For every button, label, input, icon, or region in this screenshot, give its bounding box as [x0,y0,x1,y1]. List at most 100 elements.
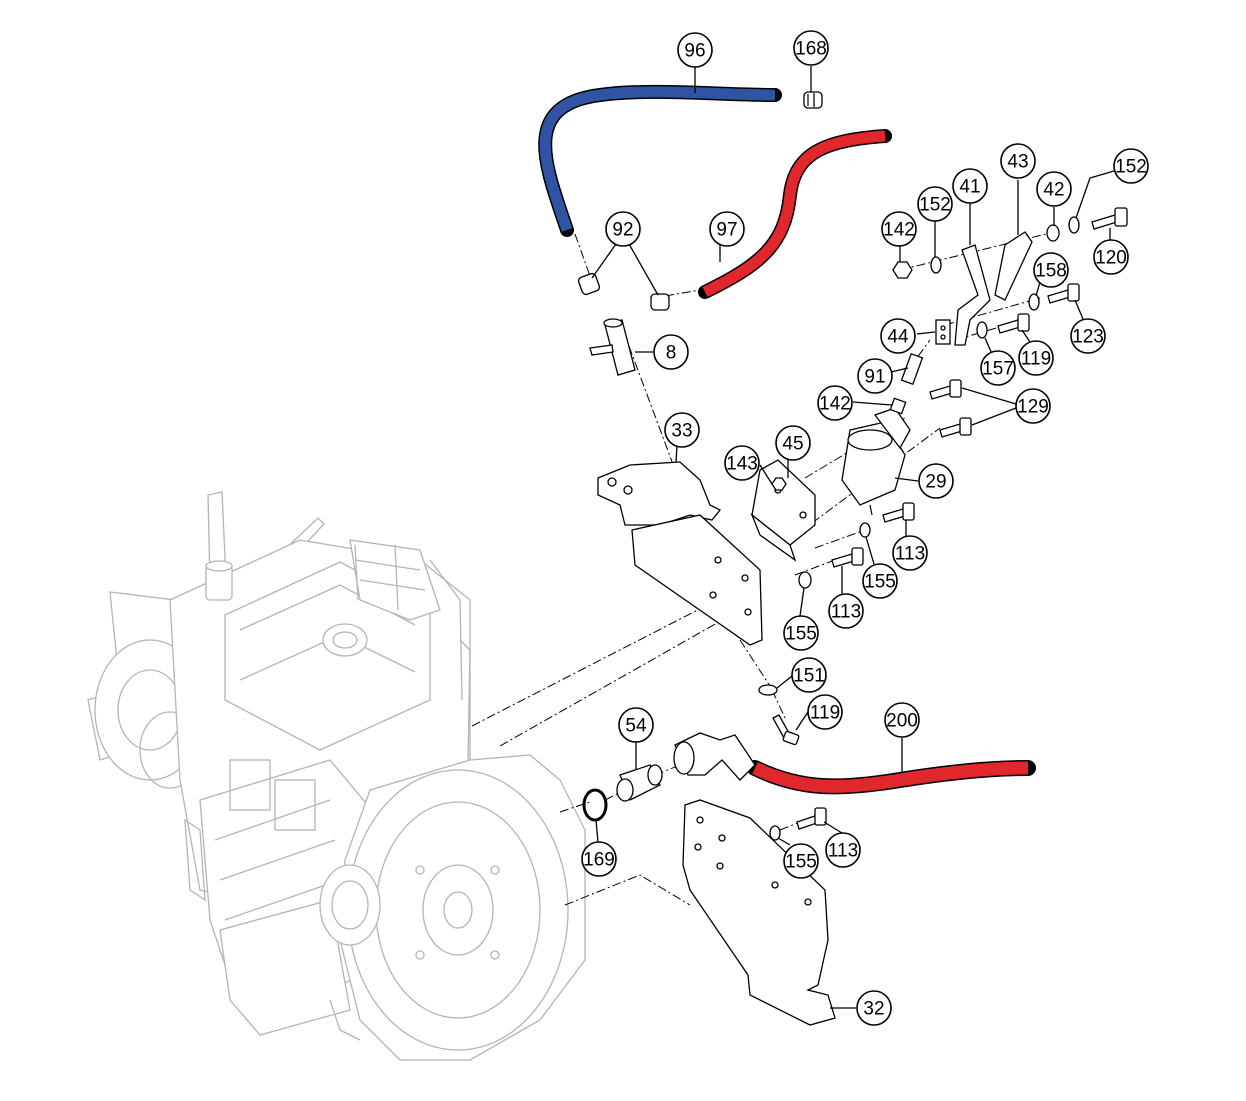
callout-120: 120 [1093,239,1129,275]
svg-text:155: 155 [864,572,896,593]
callout-43: 43 [1000,143,1036,179]
callout-97: 97 [709,211,745,247]
svg-text:113: 113 [828,841,858,862]
svg-text:8: 8 [666,343,677,364]
svg-text:142: 142 [819,394,851,415]
callout-158: 158 [1033,252,1069,288]
callout-32: 32 [856,990,892,1026]
bolt-113c [796,807,827,830]
bolt-129b [939,417,972,438]
washer-152b [1068,216,1080,234]
svg-text:43: 43 [1007,152,1028,173]
callout-123: 123 [1070,318,1106,354]
svg-text:32: 32 [863,999,884,1020]
filter-29 [841,407,911,516]
svg-text:54: 54 [625,716,647,737]
bracket-33 [597,461,763,646]
callout-42: 42 [1036,171,1072,207]
hose-97 [698,129,892,299]
washer-157 [976,321,988,339]
svg-text:33: 33 [671,421,692,442]
washer-152a [930,256,942,274]
svg-text:155: 155 [785,624,817,645]
hose-clamp-92a [577,272,601,296]
callout-142b: 142 [817,385,853,421]
valve-tee-8 [589,318,636,376]
bolt-129a [929,379,962,400]
svg-text:45: 45 [782,434,803,455]
svg-text:123: 123 [1072,327,1104,348]
bolt-113b [831,547,864,568]
svg-text:120: 120 [1095,248,1127,269]
callout-143: 143 [724,445,760,481]
bolt-119b [772,714,800,746]
engine-block [87,491,586,1061]
svg-text:119: 119 [1021,349,1051,370]
svg-text:92: 92 [612,220,633,241]
callout-142a: 142 [881,211,917,247]
callout-169: 169 [581,841,617,877]
callout-29: 29 [918,463,954,499]
svg-text:200: 200 [886,711,918,732]
adapter-54 [616,764,663,802]
bolt-120 [1091,207,1128,230]
washer-155b [798,571,812,589]
bolt-119a [997,313,1030,334]
washer-155a [859,522,871,538]
svg-text:29: 29 [925,472,946,493]
callout-33: 33 [664,412,700,448]
washer-155c [769,825,781,841]
callout-91: 91 [857,358,893,394]
svg-text:142: 142 [883,220,915,241]
callout-113a: 113 [892,535,928,571]
nut-143 [771,477,787,491]
bracket-41 [954,244,991,346]
svg-text:119: 119 [810,703,840,724]
bolt-123 [1047,283,1080,304]
svg-text:151: 151 [793,666,825,687]
svg-text:41: 41 [959,177,980,198]
svg-text:168: 168 [795,39,827,60]
svg-text:143: 143 [726,454,758,475]
callout-168: 168 [793,30,829,66]
callout-129: 129 [1015,388,1051,424]
svg-text:129: 129 [1017,397,1049,418]
washer-151 [758,684,778,696]
svg-text:113: 113 [831,602,861,623]
svg-text:97: 97 [716,220,737,241]
callout-119a: 119 [1018,340,1054,376]
callout-44: 44 [880,318,916,354]
elbow-fitting-200 [673,732,756,781]
callout-8: 8 [653,334,689,370]
callout-155c: 155 [783,843,819,879]
callout-119b: 119 [807,694,843,730]
washer-158 [1028,293,1040,311]
callout-113c: 113 [825,832,861,868]
callout-113b: 113 [828,593,864,629]
callout-152a: 152 [917,186,953,222]
callout-92: 92 [605,211,641,247]
svg-text:152: 152 [1115,157,1147,178]
callout-155a: 155 [862,563,898,599]
bolt-113a [882,502,915,523]
washer-42 [1046,224,1060,242]
hose-96 [538,84,782,237]
hose-clamp-92b [650,293,670,311]
callout-45: 45 [775,425,811,461]
callout-155b: 155 [783,615,819,651]
svg-text:91: 91 [864,367,885,388]
svg-text:155: 155 [785,852,817,873]
callout-200: 200 [884,702,920,738]
svg-text:158: 158 [1035,261,1067,282]
hose-clamp-168 [803,91,823,109]
svg-text:44: 44 [887,327,909,348]
svg-text:113: 113 [895,544,925,565]
nut-142b [889,397,907,415]
hose-200 [747,760,1036,795]
nut-142a [892,261,913,279]
svg-text:42: 42 [1043,180,1064,201]
bracket-32 [682,799,836,1026]
plate-44 [935,319,951,345]
callout-96: 96 [677,32,713,68]
svg-text:96: 96 [684,41,705,62]
